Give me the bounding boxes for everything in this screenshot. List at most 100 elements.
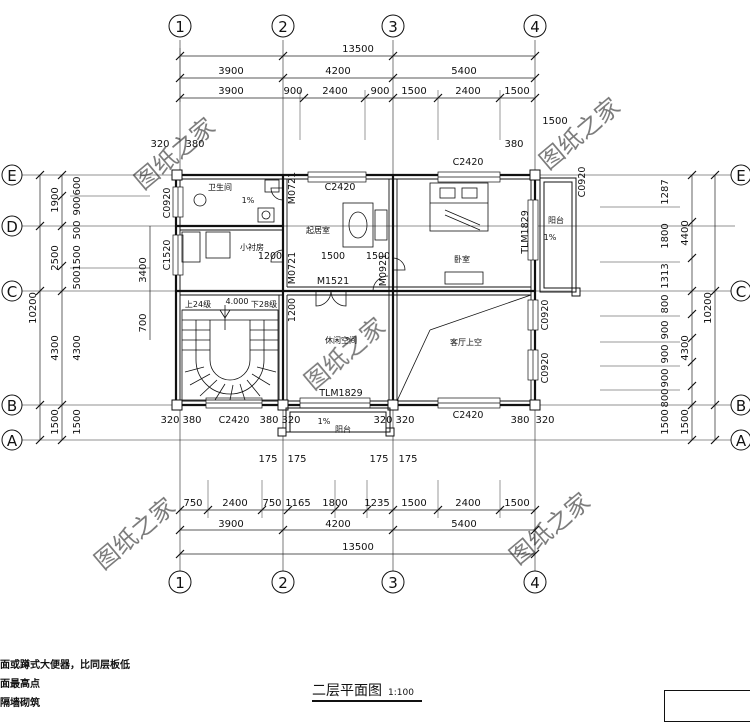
dim-bot-r1-9: 1500 [504, 498, 529, 509]
dim-left-inner-2: 500 [72, 220, 83, 239]
dim-bot-right-320: 320 [535, 415, 554, 426]
dim-top-r2-5: 1500 [401, 86, 426, 97]
watermark-top-right: 图纸之家 [534, 92, 626, 175]
dim-bot-mid-380: 380 [259, 415, 278, 426]
dimension-lines [39, 55, 716, 555]
dim-right-inner-4: 800 [660, 294, 671, 313]
dim-right-inner-1: 1287 [660, 179, 671, 204]
room-bedroom: 卧室 [454, 254, 470, 264]
dim-right-inner-3: 1313 [660, 263, 671, 288]
code-c-top-mid: C2420 [325, 182, 356, 193]
balconies [285, 177, 577, 433]
dim-bot-left-380: 380 [182, 415, 201, 426]
axis-grid [22, 40, 735, 572]
dim-right-outer-2: 4300 [680, 335, 691, 360]
axis-label-2-bottom: 2 [278, 574, 288, 592]
dim-bot-mid2-380: 320 [395, 415, 414, 426]
watermark-center: 图纸之家 [299, 312, 391, 395]
dim-top-r2-4: 900 [370, 86, 389, 97]
room-balcony-bottom: 阳台 [335, 424, 351, 434]
dim-top-r2-6: 2400 [455, 86, 480, 97]
dim-right-inner-2: 1800 [660, 223, 671, 248]
dim-bot-r1-7: 1500 [401, 498, 426, 509]
dim-bot-small-2: 175 [287, 454, 306, 465]
dimension-ticks [35, 51, 720, 559]
code-m-mid: M1521 [317, 276, 349, 287]
code-c-bottom-left: C2420 [219, 415, 250, 426]
dim-left-outer-1: 1900 [50, 187, 61, 212]
note-line-1: 面或蹲式大便器，比同层板低 [0, 660, 130, 671]
code-right-c0920a: C0920 [540, 300, 551, 331]
code-dim-1500b: 1500 [366, 251, 390, 262]
axis-label-4-bottom: 4 [530, 574, 540, 592]
room-leisure: 休闲空间 [325, 335, 357, 345]
dim-right-inner-9: 1500 [660, 409, 671, 434]
room-bathroom: 卫生间 [208, 182, 232, 192]
dim-bot-small-3: 175 [369, 454, 388, 465]
dim-left-inner-top: 600 [72, 176, 83, 195]
room-bathroom-slope: 1% [242, 196, 255, 205]
axis-label-E-left: E [7, 167, 16, 185]
code-tlm-bottom: TLM1829 [318, 388, 362, 399]
dim-bot-r1-1: 750 [183, 498, 202, 509]
dim-top-r1-2: 4200 [325, 66, 350, 77]
code-m0721-a: M0721 [287, 172, 298, 204]
room-living: 起居室 [306, 225, 330, 235]
dim-left-inner-1: 900 [72, 196, 83, 215]
dim-top-r1-1: 3900 [218, 66, 243, 77]
axis-label-A-right: A [736, 432, 747, 450]
dim-right-inner-5: 900 [660, 320, 671, 339]
dim-top-small-right: 1500 [542, 116, 567, 127]
dim-right-inner-6: 900 [660, 344, 671, 363]
code-dim-1200a: 1200 [258, 251, 282, 262]
dim-top-r2-3: 2400 [322, 86, 347, 97]
dim-left-outer-3: 4300 [50, 335, 61, 360]
axis-label-2-top: 2 [278, 18, 288, 36]
windows [172, 171, 539, 409]
code-right-c0920b: C0920 [540, 353, 551, 384]
dim-bot-r2-1: 3900 [218, 519, 243, 530]
dim-left-inner-6: 1500 [72, 409, 83, 434]
dim-bot-left-320: 320 [160, 415, 179, 426]
code-right-c0920c: C0920 [577, 167, 588, 198]
code-dim-1500a: 1500 [321, 251, 345, 262]
design-notes: 面或蹲式大便器，比同层板低 面最高点 隔墙砌筑 [0, 656, 130, 713]
note-line-2: 面最高点 [0, 679, 40, 690]
dim-top-r2-2: 900 [283, 86, 302, 97]
dim-left-inner-4: 500 [72, 270, 83, 289]
axis-bubbles [1, 14, 750, 594]
extension-lines [70, 48, 680, 518]
dim-right-inner-7: 900 [660, 368, 671, 387]
dim-bot-r1-6: 1235 [364, 498, 389, 509]
doors [270, 187, 406, 307]
dim-top-r1-3: 5400 [451, 66, 476, 77]
dim-right-inner-8: 800 [660, 388, 671, 407]
dim-bot-r1-3: 750 [262, 498, 281, 509]
axis-label-1-bottom: 1 [175, 574, 185, 592]
dim-left-inner-5: 4300 [72, 335, 83, 360]
dim-bot-mid-320: 320 [281, 415, 300, 426]
dim-bot-small-4: 175 [398, 454, 417, 465]
stair-down: 下28级 [251, 299, 277, 309]
axis-label-A-left: A [7, 432, 18, 450]
stair-up: 上24级 [185, 299, 211, 309]
drawing-title-name: 二层平面图 [312, 683, 382, 699]
staircase [181, 305, 279, 401]
dim-bot-r1-8: 2400 [455, 498, 480, 509]
room-kitchen: 小衬房 [240, 242, 264, 252]
title-block-frame [664, 690, 750, 722]
axis-label-3-top: 3 [388, 18, 398, 36]
axis-label-E-right: E [736, 167, 745, 185]
dim-bot-mid2-320: 320 [373, 415, 392, 426]
dim-bot-r2-2: 4200 [325, 519, 350, 530]
dim-bot-r2-3: 5400 [451, 519, 476, 530]
code-left-c0920: C0920 [162, 188, 173, 219]
room-void: 客厅上空 [450, 337, 482, 347]
dim-bot-r1-5: 1800 [322, 498, 347, 509]
axis-label-C-left: C [7, 283, 17, 301]
dim-right-outer-1: 4400 [680, 220, 691, 245]
dim-right-total: 10200 [703, 292, 714, 324]
dim-top-total: 13500 [342, 44, 374, 55]
dim-left-side2: 700 [138, 313, 149, 332]
